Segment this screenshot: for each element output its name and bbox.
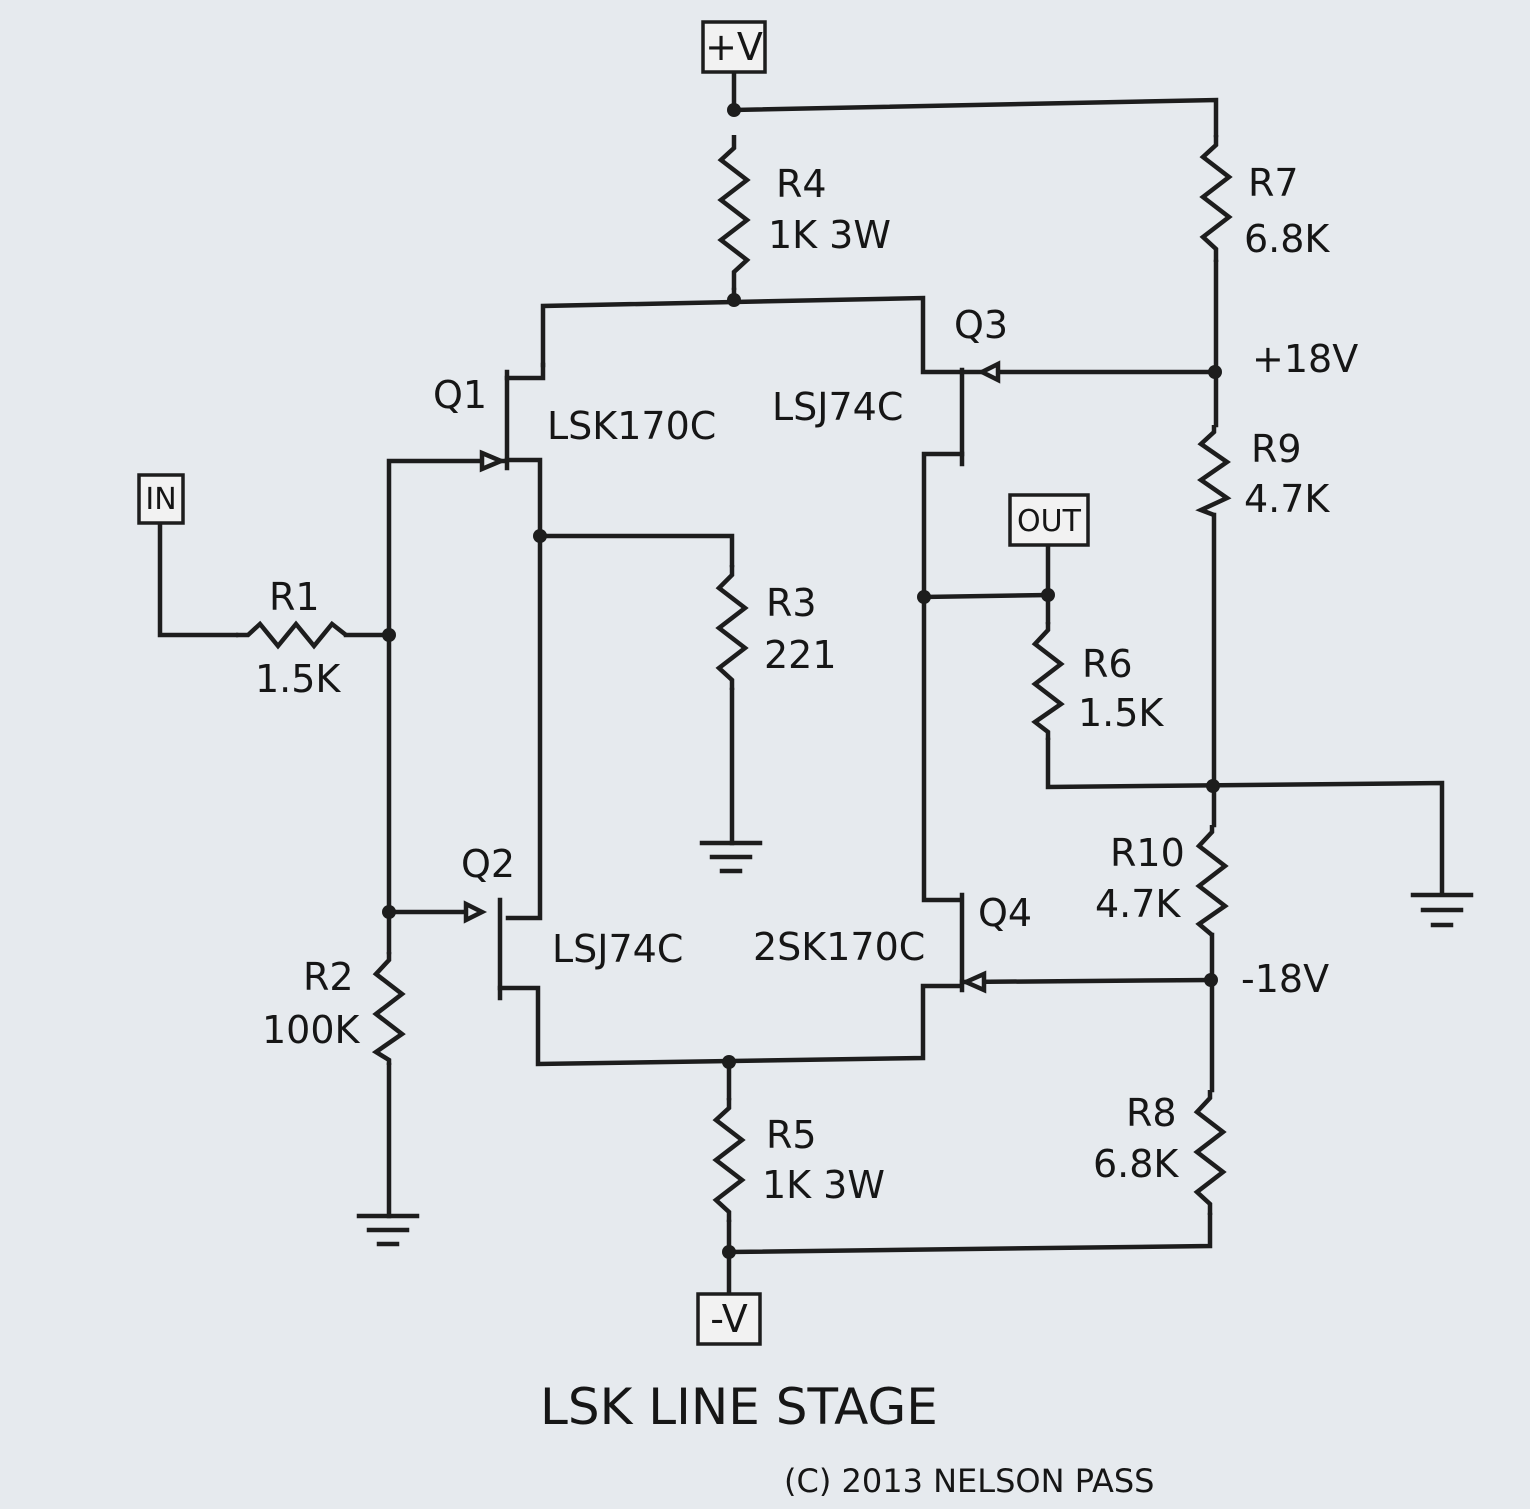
r1-value: 1.5K xyxy=(255,657,341,701)
r3-value: 221 xyxy=(764,633,837,677)
q2-ref: Q2 xyxy=(461,842,515,886)
wire-r6-bottom xyxy=(1045,737,1445,896)
junction-vminus xyxy=(722,1245,736,1259)
r7-ref: R7 xyxy=(1248,161,1299,205)
diagram-title: LSK LINE STAGE xyxy=(540,1378,938,1436)
r5-symbol xyxy=(712,1098,746,1222)
terminal-out: OUT xyxy=(1008,493,1090,547)
q1-gate-arrow xyxy=(479,449,507,473)
junction-gnd xyxy=(1206,779,1220,793)
r4-value: 1K 3W xyxy=(768,213,891,257)
resistor-symbols xyxy=(236,135,1233,1222)
wire-top-rail xyxy=(731,97,1219,138)
wire-output xyxy=(921,542,1051,600)
r5-value: 1K 3W xyxy=(762,1163,885,1207)
terminal-vminus-label: -V xyxy=(710,1297,747,1341)
r9-ref: R9 xyxy=(1251,427,1302,471)
terminal-in-label: IN xyxy=(145,482,176,517)
r1-symbol xyxy=(236,620,348,650)
ground-symbols xyxy=(356,840,1474,1247)
wire-bottom-rail xyxy=(726,1212,1213,1255)
ground-right xyxy=(1410,892,1474,928)
junction-r2 xyxy=(382,905,396,919)
wire-q2-drain xyxy=(497,983,961,1067)
wire-r3-top xyxy=(537,533,735,568)
junction-node-a xyxy=(727,293,741,307)
ground-r3 xyxy=(699,840,763,874)
q3-ref: Q3 xyxy=(954,303,1008,347)
r8-value: 6.8K xyxy=(1093,1142,1179,1186)
junction-r3 xyxy=(533,529,547,543)
r8-ref: R8 xyxy=(1126,1091,1177,1135)
q4-gate-arrow xyxy=(960,970,987,994)
terminal-vplus-label: +V xyxy=(705,25,763,69)
q3-gate-arrow xyxy=(976,360,1001,384)
wire-input xyxy=(157,520,239,638)
q2-gate-arrow xyxy=(463,900,488,924)
wire-q1-drain xyxy=(504,362,546,381)
ground-r2 xyxy=(356,1213,420,1247)
r7-symbol xyxy=(1199,135,1233,262)
r7-value: 6.8K xyxy=(1244,217,1330,261)
junctions xyxy=(382,103,1222,1259)
r10-ref: R10 xyxy=(1110,831,1185,875)
junction-pos18 xyxy=(1208,365,1222,379)
r2-ref: R2 xyxy=(303,955,354,999)
copyright-text: (C) 2013 NELSON PASS xyxy=(784,1462,1154,1500)
r8-symbol xyxy=(1193,1090,1227,1215)
terminal-in: IN xyxy=(137,473,185,525)
r5-ref: R5 xyxy=(766,1113,817,1157)
rail-neg-label: -18V xyxy=(1241,957,1329,1001)
r4-symbol xyxy=(717,135,751,290)
r6-symbol xyxy=(1031,622,1065,740)
wire-node-a xyxy=(540,295,961,375)
r1-ref: R1 xyxy=(269,575,320,619)
junction-vplus xyxy=(727,103,741,117)
r6-value: 1.5K xyxy=(1078,691,1164,735)
r9-value: 4.7K xyxy=(1244,477,1330,521)
gate-arrows xyxy=(463,360,1001,994)
r2-value: 100K xyxy=(262,1008,361,1052)
junction-node-b xyxy=(722,1055,736,1069)
wire-q1-source xyxy=(504,457,543,921)
q2-part: LSJ74C xyxy=(552,927,683,971)
r3-symbol xyxy=(715,565,749,690)
terminal-vplus: +V xyxy=(701,20,767,74)
r2-symbol xyxy=(371,952,406,1065)
r10-value: 4.7K xyxy=(1095,882,1181,926)
junction-out2 xyxy=(1041,588,1055,602)
terminal-vminus: -V xyxy=(696,1292,762,1346)
r3-ref: R3 xyxy=(766,581,817,625)
q1-part: LSK170C xyxy=(547,404,716,448)
q1-ref: Q1 xyxy=(433,373,487,417)
q4-ref: Q4 xyxy=(978,891,1032,935)
rail-pos-label: +18V xyxy=(1252,337,1358,381)
junction-out xyxy=(917,590,931,604)
r10-symbol xyxy=(1195,825,1229,937)
junction-neg18 xyxy=(1204,973,1218,987)
component-labels: R4 1K 3W R7 6.8K Q3 LSJ74C +18V Q1 LSK17… xyxy=(255,161,1358,1207)
junction-r1 xyxy=(382,628,396,642)
q3-part: LSJ74C xyxy=(772,385,903,429)
wire-gate-q1 xyxy=(386,458,506,915)
q4-part: 2SK170C xyxy=(753,925,925,969)
r4-ref: R4 xyxy=(776,162,827,206)
r6-ref: R6 xyxy=(1082,642,1133,686)
terminal-out-label: OUT xyxy=(1017,504,1082,539)
wire-q4-gate xyxy=(959,977,1214,985)
wire-q3-source xyxy=(921,451,965,903)
r9-symbol xyxy=(1195,425,1232,518)
